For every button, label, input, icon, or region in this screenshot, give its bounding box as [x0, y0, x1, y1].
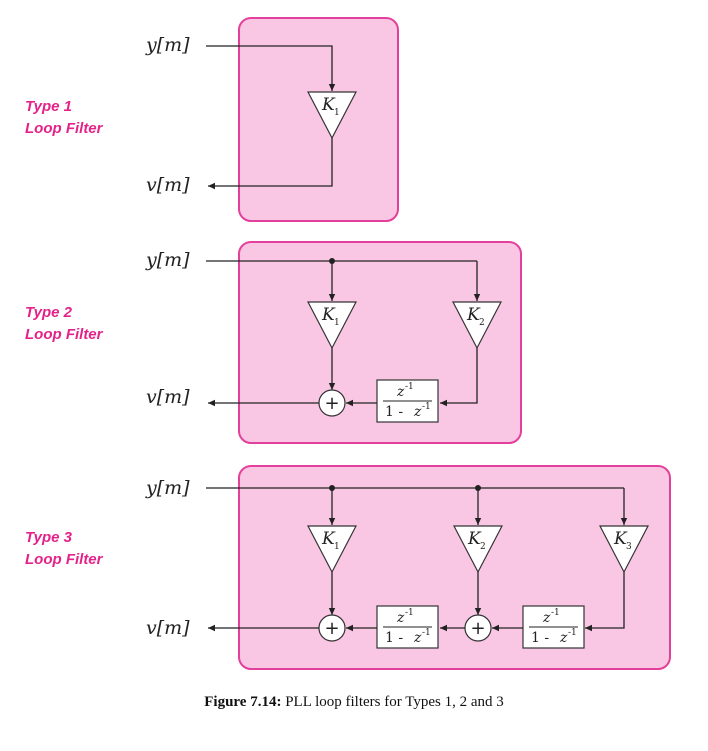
type2-input-label: y[m]: [145, 249, 190, 271]
type2-gain-k1-sub: 1: [334, 318, 340, 328]
type2-integ-num: z: [396, 384, 405, 400]
type3-integ2-den-sup: -1: [568, 628, 577, 638]
type2-gain-k2: [452, 301, 502, 350]
type2-gain-k2-sub: 2: [479, 318, 485, 328]
type3-integ1-num-sup: -1: [405, 608, 414, 618]
type2-adder-plus: +: [324, 393, 339, 414]
type2-filter-box: [238, 241, 522, 444]
type1-gain-k1: [307, 91, 357, 140]
type2-label-line2: Loop Filter: [25, 326, 104, 343]
type1-label-line1: Type 1: [25, 98, 72, 115]
type3-integ1-den-prefix: 1 -: [385, 630, 408, 646]
type2-wire-k2-to-integrator: [440, 348, 478, 407]
type2-gain-k1-label: K: [321, 305, 336, 325]
type2-filter: Type 2 Loop Filter y[m] v[m] K 1 K 2 z -…: [25, 241, 522, 444]
type2-gain-k2-label: K: [466, 305, 481, 325]
type3-gain-k1-sub: 1: [334, 542, 340, 552]
type3-gain-k1-label: K: [321, 529, 336, 549]
type3-gain-k2-label: K: [467, 529, 482, 549]
type3-label-line2: Loop Filter: [25, 551, 104, 568]
type1-gain-k1-sub: 1: [334, 108, 340, 118]
type3-filter-box: [238, 465, 671, 670]
type3-output-label: v[m]: [146, 617, 190, 639]
type3-adder2-plus: +: [470, 618, 485, 639]
type3-gain-k1: [307, 525, 357, 574]
type1-filter-box: [238, 17, 399, 222]
type3-gain-k3: [599, 525, 649, 574]
type3-filter: Type 3 Loop Filter y[m] v[m] K 1 K 2 K 3…: [25, 465, 671, 670]
type3-input-label: y[m]: [145, 477, 190, 499]
type3-gain-k3-sub: 3: [626, 542, 632, 552]
type3-integ2-num: z: [542, 610, 551, 626]
type2-integ-den-sup: -1: [422, 402, 431, 412]
figure-caption: Figure 7.14: PLL loop filters for Types …: [0, 694, 708, 711]
type3-integ2-den-prefix: 1 -: [531, 630, 554, 646]
type3-integ2-num-sup: -1: [551, 608, 560, 618]
type3-wire-k3-to-integrator2: [585, 572, 625, 632]
type3-integ1-den-sup: -1: [422, 628, 431, 638]
type3-adder1-plus: +: [324, 618, 339, 639]
type1-label-line2: Loop Filter: [25, 120, 104, 137]
type3-gain-k2-sub: 2: [480, 542, 486, 552]
type1-output-wire: [208, 138, 333, 190]
type1-input-wire: [206, 45, 336, 91]
type2-integ-den-prefix: 1 -: [385, 404, 408, 420]
type3-integ1-den-z: z: [413, 630, 422, 646]
type2-output-label: v[m]: [146, 386, 190, 408]
type3-gain-k3-label: K: [613, 529, 628, 549]
type1-output-label: v[m]: [146, 174, 190, 196]
type2-gain-k1: [307, 301, 357, 350]
type3-gain-k2: [453, 525, 503, 574]
type2-integ-num-sup: -1: [405, 382, 414, 392]
type1-filter: Type 1 Loop Filter y[m] v[m] K 1: [25, 17, 399, 222]
caption-figure-number: Figure 7.14:: [204, 694, 282, 710]
type3-integ1-num: z: [396, 610, 405, 626]
type2-integ-den-z: z: [413, 404, 422, 420]
type1-gain-k1-label: K: [321, 95, 336, 115]
type3-integ2-den-z: z: [559, 630, 568, 646]
type2-label-line1: Type 2: [25, 304, 73, 321]
caption-text: PLL loop filters for Types 1, 2 and 3: [281, 694, 504, 710]
type3-label-line1: Type 3: [25, 529, 73, 546]
type1-input-label: y[m]: [145, 34, 190, 56]
